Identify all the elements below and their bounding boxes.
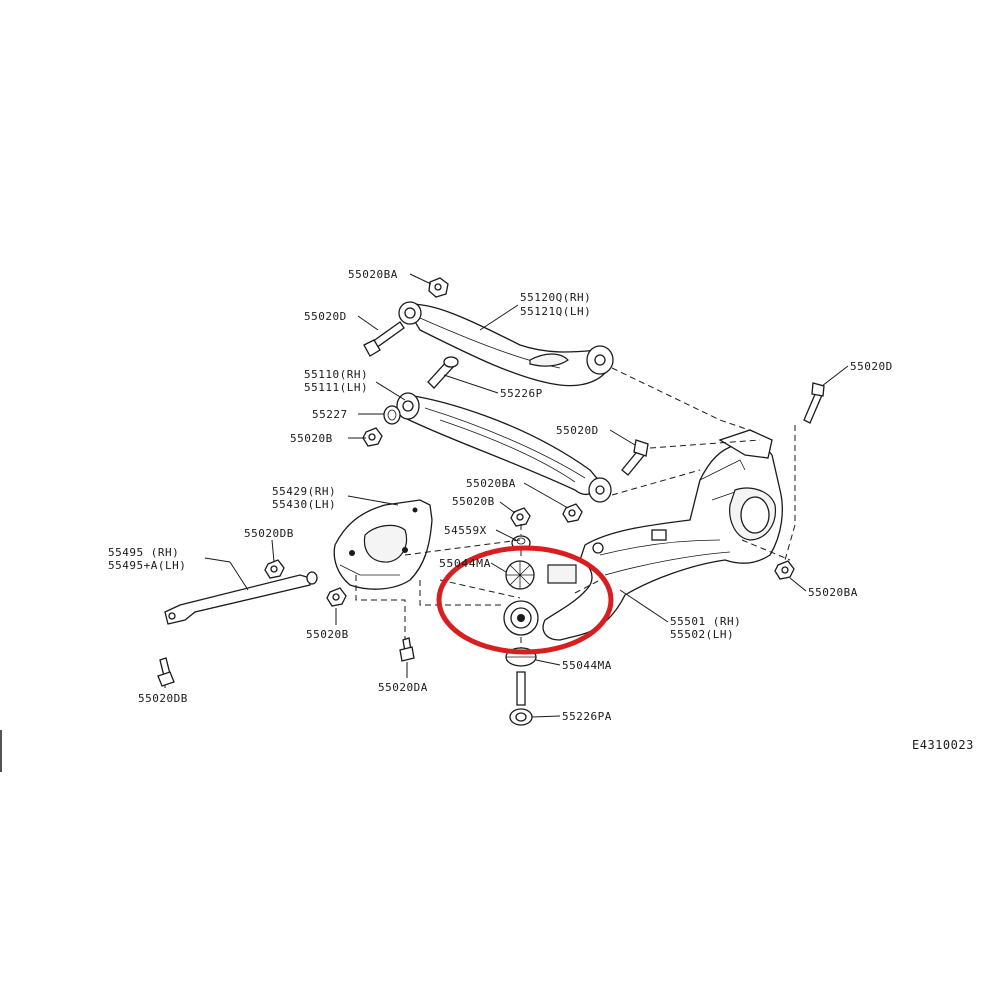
label-55501: 55501 (RH) [670, 615, 741, 628]
assembly-dashed-lines [355, 367, 796, 648]
nut-55020b-low [326, 587, 347, 607]
label-55044-upper: 55044MA [439, 557, 491, 570]
label-55020da: 55020DA [378, 681, 428, 694]
label-55020ba-right: 55020BA [808, 586, 858, 599]
lower-arm-part [396, 392, 612, 503]
label-55227: 55227 [312, 408, 348, 421]
label-54559x: 54559X [444, 524, 487, 537]
bolt-55020db-low [157, 657, 175, 687]
label-55110: 55110(RH) [304, 368, 368, 381]
highlight-circle [436, 545, 614, 655]
label-55120q: 55120Q(RH) [520, 291, 591, 304]
label-55111: 55111(LH) [304, 381, 368, 394]
label-55020b-mid: 55020B [452, 495, 495, 508]
bolt-55226p [427, 356, 459, 389]
nut-55020b-left [362, 427, 383, 447]
label-55020ba-top: 55020BA [348, 268, 398, 281]
label-55020db-low: 55020DB [138, 692, 188, 705]
upper-bushing-55044ma [505, 560, 577, 590]
upper-arm-part [398, 301, 614, 387]
nut-55020ba-top [428, 277, 449, 298]
label-55020b-low: 55020B [306, 628, 349, 641]
lateral-link-55495-part [164, 571, 318, 625]
label-55502: 55502(LH) [670, 628, 734, 641]
label-55044ma: 55044MA [562, 659, 612, 672]
washer-55227 [383, 405, 401, 425]
label-55020d-mid: 55020D [556, 424, 599, 437]
label-55429: 55429(RH) [272, 485, 336, 498]
label-55226pa: 55226PA [562, 710, 612, 723]
bracket-55429-part [333, 499, 433, 590]
label-55020d-top: 55020D [304, 310, 347, 323]
nut-55020ba-right [774, 560, 795, 580]
label-55495: 55495 (RH) [108, 546, 179, 559]
label-55121q: 55121Q(LH) [520, 305, 591, 318]
bolt-55020d-mid [621, 439, 649, 476]
nut-55020ba-mid [562, 503, 583, 523]
label-55430: 55430(LH) [272, 498, 336, 511]
part-labels: 55020BA 55120Q(RH) 55121Q(LH) 55020D 550… [108, 268, 974, 752]
label-55020ba-mid: 55020BA [466, 477, 516, 490]
bolt-55226pa [509, 671, 533, 726]
label-55226p: 55226P [500, 387, 543, 400]
label-55020b-left: 55020B [290, 432, 333, 445]
diagram-code: E4310023 [912, 738, 974, 752]
leader-lines [164, 273, 849, 718]
washer-55020b-mid [510, 507, 531, 527]
main-bushing [503, 600, 539, 636]
suspension-member-part [542, 429, 783, 641]
label-55495a: 55495+A(LH) [108, 559, 186, 572]
nut-55020db-top [264, 559, 285, 579]
label-55020db-top: 55020DB [244, 527, 294, 540]
label-55020d-right: 55020D [850, 360, 893, 373]
bolt-55020d-top [363, 321, 405, 357]
bolt-55020da [399, 637, 415, 662]
bolt-55020d-right [803, 382, 825, 424]
